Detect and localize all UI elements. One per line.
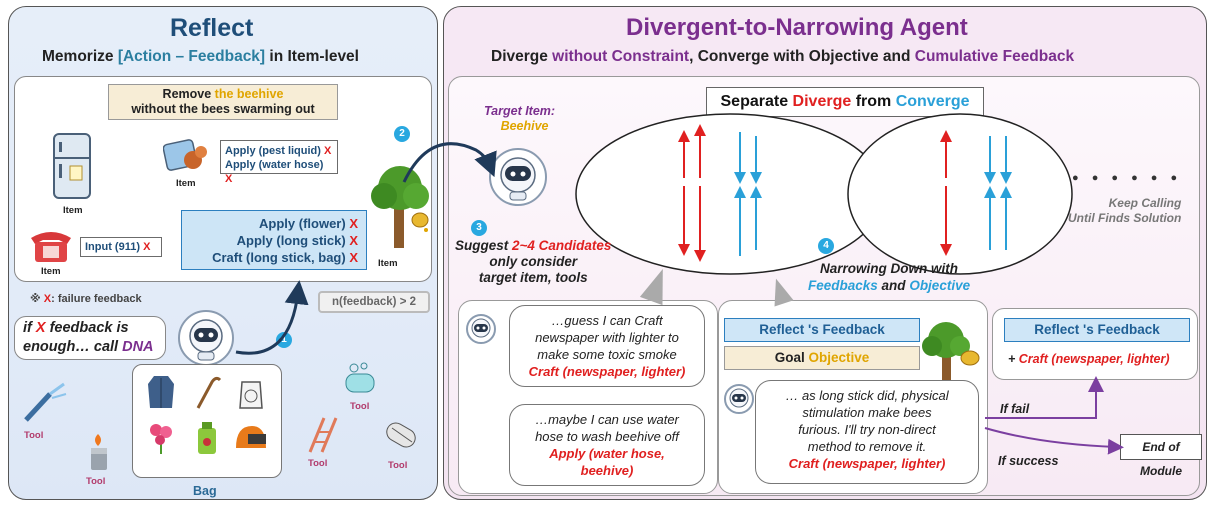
candidate-bubble-2: …maybe I can use water hose to wash beeh… (509, 404, 705, 486)
tree-feedback-box: Apply (flower) X Apply (long stick) X Cr… (181, 210, 367, 270)
tree-beehive-icon-right (920, 318, 984, 388)
newspaper-tool-icon (382, 418, 422, 454)
reflect-feedback-box-2: Reflect 's Feedback (1004, 318, 1190, 342)
long-stick-icon (192, 374, 222, 410)
hose-tool-label: Tool (24, 430, 44, 441)
tree-beehive-icon (370, 160, 434, 250)
step-2-badge: 2 (394, 126, 410, 142)
pest-item-icon (162, 138, 211, 174)
ladder-tool-icon (304, 414, 340, 454)
coat-icon (146, 374, 176, 410)
if-fail-label: If fail (1000, 402, 1030, 416)
step-3-badge: 3 (471, 220, 487, 236)
reflect-subtitle: Memorize [Action – Feedback] in Item-lev… (42, 48, 359, 65)
narrowing-bubble: … as long stick did, physical stimulatio… (755, 380, 979, 484)
end-of-module-box: End of Module (1120, 434, 1202, 478)
lighter-tool-label: Tool (86, 476, 106, 487)
flower-icon (146, 420, 176, 456)
diverge-converge-graphic (575, 113, 1073, 275)
newspaper-tool-label: Tool (388, 460, 408, 471)
goal-objective-box: Goal Objective (724, 346, 920, 370)
candidate-bubble-1: …guess I can Craft newspaper with lighte… (509, 305, 705, 387)
phone-item-label: Item (41, 266, 61, 277)
apply-pest-water-box: Apply (pest liquid) X Apply (water hose)… (220, 140, 338, 185)
refrigerator-icon (50, 132, 94, 202)
water-hose-tool-icon (20, 380, 70, 426)
separate-diverge-box: Separate Diverge from Converge (706, 87, 984, 117)
tree-item-label: Item (378, 258, 398, 269)
call-dna-callout: if X feedback is enough… call DNA (14, 316, 166, 360)
dna-title: Divergent-to-Narrowing Agent (626, 14, 968, 41)
reflect-feedback-box-1: Reflect 's Feedback (724, 318, 920, 342)
pest-item-label: Item (176, 178, 196, 189)
helmet-icon (234, 424, 268, 452)
narrowing-label: Narrowing Down with Feedbacks and Object… (808, 261, 971, 293)
bag-label: Bag (193, 484, 217, 498)
target-item-label: Target Item: Beehive (484, 104, 556, 133)
candidate-robot-avatar (466, 314, 496, 344)
if-success-label: If success (998, 454, 1059, 468)
input-911-box: Input (911) X (80, 237, 162, 257)
reflect-title: Reflect (170, 14, 254, 42)
failure-note: ※ X: failure feedback (30, 293, 142, 305)
narrowing-robot-avatar (724, 384, 754, 414)
step-4-badge: 4 (818, 238, 834, 254)
telephone-icon (27, 226, 75, 264)
ladder-tool-label: Tool (308, 458, 328, 469)
pest-spray-icon (194, 420, 220, 456)
nfeedback-box: n(feedback) > 2 (318, 291, 430, 313)
plus-craft-line: + Craft (newspaper, lighter) (1008, 352, 1170, 366)
fridge-item-label: Item (63, 205, 83, 216)
continuation-dots: ● ● ● ● ● ● (1072, 172, 1183, 184)
suggest-candidates-label: Suggest 2~4 Candidates only consider tar… (455, 238, 612, 285)
keep-calling-label: Keep Calling Until Finds Solution (1068, 196, 1182, 225)
soap-tool-label: Tool (350, 401, 370, 412)
dna-subtitle: Diverge without Constraint, Converge wit… (491, 48, 1075, 65)
plastic-bag-icon (236, 374, 266, 410)
task-box: Remove the beehive without the bees swar… (108, 84, 338, 120)
step-1-badge: 1 (276, 332, 292, 348)
soap-tool-icon (342, 360, 378, 396)
lighter-tool-icon (86, 432, 112, 472)
